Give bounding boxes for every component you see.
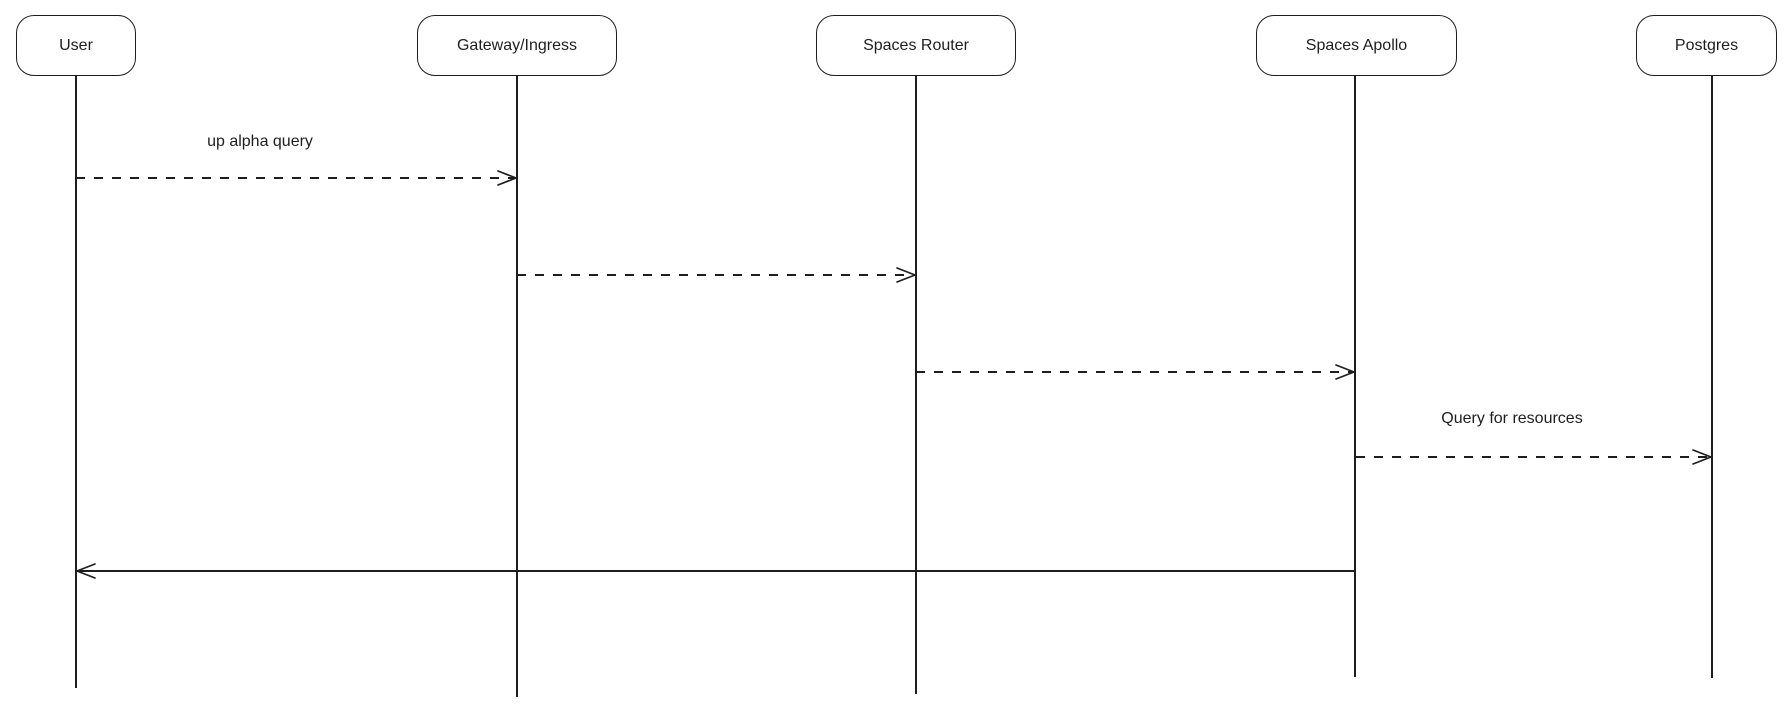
lifeline-spaces-router [915,75,917,694]
lifeline-postgres [1711,75,1713,678]
lifeline-user [75,75,77,688]
actor-box-postgres[interactable]: Postgres [1636,15,1777,76]
actor-box-user[interactable]: User [16,15,136,76]
actor-label-postgres: Postgres [1674,36,1739,54]
message-line-dashed [76,177,517,179]
message-line-dashed [517,274,916,276]
message-label-query-for-resources: Query for resources [1439,410,1585,428]
arrowhead-right-icon [1335,364,1355,380]
arrowhead-right-icon [896,267,916,283]
lifeline-spaces-apollo [1354,75,1356,677]
message-line-dashed [1356,456,1712,458]
arrowhead-left-icon [76,563,96,579]
actor-box-gateway-ingress[interactable]: Gateway/Ingress [417,15,617,76]
message-line-dashed [916,371,1355,373]
actor-label-gateway-ingress: Gateway/Ingress [456,36,578,54]
arrowhead-right-icon [1692,449,1712,465]
actor-box-spaces-apollo[interactable]: Spaces Apollo [1256,15,1457,76]
actor-box-spaces-router[interactable]: Spaces Router [816,15,1016,76]
actor-label-user: User [59,36,93,54]
actor-label-spaces-router: Spaces Router [863,36,969,54]
message-line-solid [76,570,1355,572]
message-label-up-alpha-query: up alpha query [205,133,315,151]
arrowhead-right-icon [497,170,517,186]
lifeline-gateway-ingress [516,75,518,697]
actor-label-spaces-apollo: Spaces Apollo [1305,36,1408,54]
